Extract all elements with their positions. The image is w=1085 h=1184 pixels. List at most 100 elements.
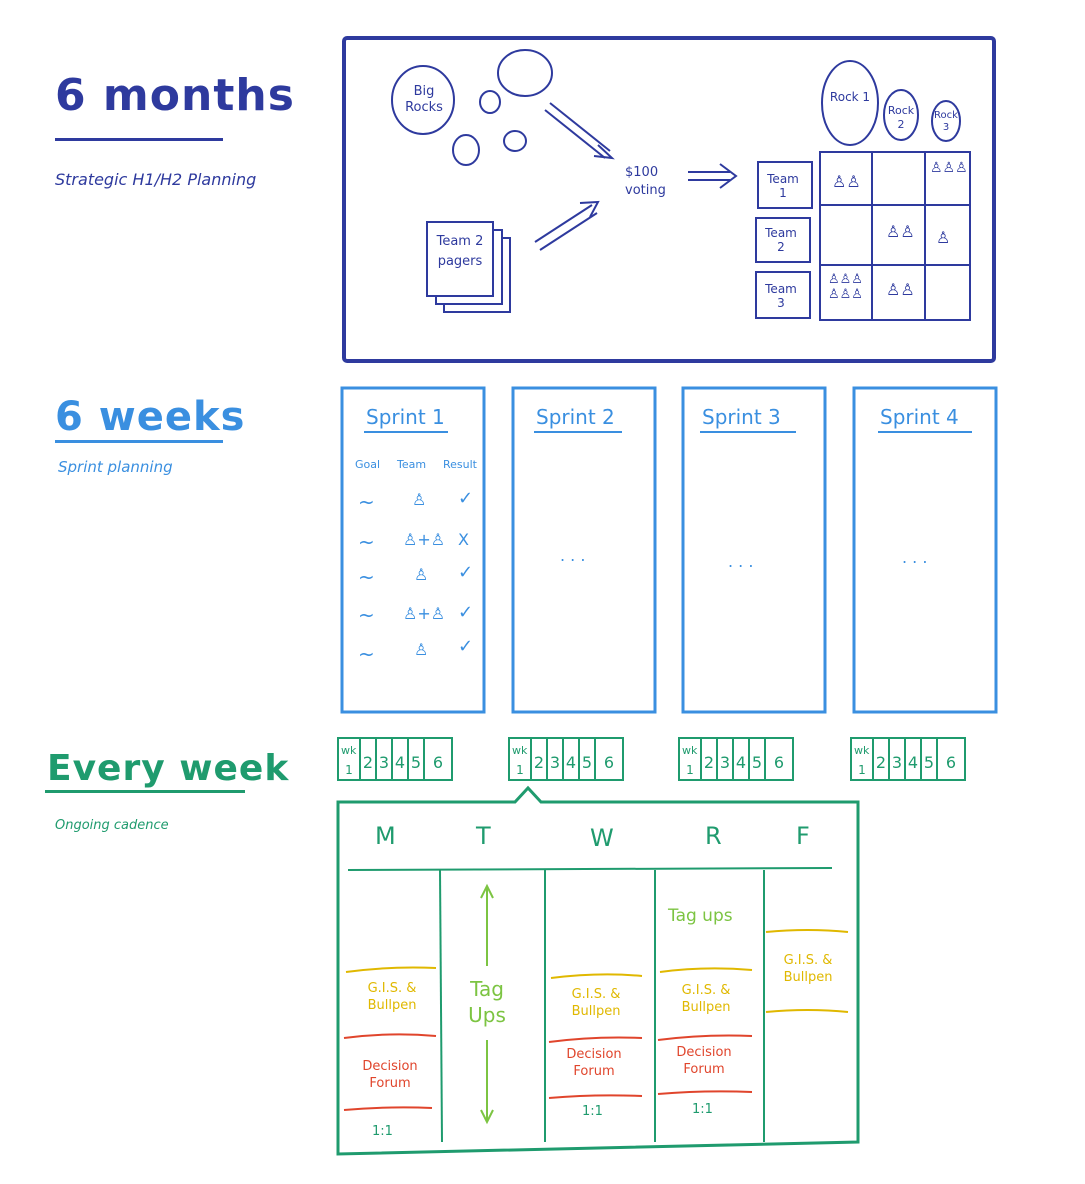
people-icon: ♙♙♙ [930,160,968,176]
week-number-4: 4 [395,753,405,772]
tag-ups-label: Tag ups [668,906,733,926]
week-strip-frame [508,737,624,781]
team-3-card-label: Team 3 [765,282,797,310]
week-number-5: 5 [582,753,592,772]
team-1-card-label: Team 1 [767,172,799,200]
people-icon: ♙♙ [886,280,915,299]
week-number-6: 6 [946,753,956,772]
week-number-5: 5 [411,753,421,772]
people-icon: ♙♙ [832,172,861,191]
column-team: Team [397,458,427,471]
week-number-1: 1 [858,763,866,777]
team-icon: ♙+♙ [403,604,446,623]
gis-bullpen-label: G.I.S. & Bullpen [571,987,621,1019]
sprint-2-title: Sprint 2 [536,405,615,429]
week-number-3: 3 [550,753,560,772]
result-mark: ✓ [458,488,474,509]
goal-squiggle: ~ [358,490,375,514]
day-header-wednesday: W [590,824,614,852]
week-number-2: 2 [534,753,544,772]
team-icon: ♙ [412,490,427,509]
team-2-card-label: Team 2 [765,226,797,254]
result-mark: ✓ [458,636,474,657]
week-number-1: 1 [686,763,694,777]
section-every-week-title: Every week [47,748,290,789]
people-icon: ♙♙♙♙♙♙ [828,272,863,302]
sprint-panels [340,386,998,714]
rock-1-label: Rock 1 [829,90,871,104]
goal-squiggle: ~ [358,603,375,627]
week-label: wk [854,744,870,757]
goal-squiggle: ~ [358,530,375,554]
gis-bullpen-label: G.I.S. & Bullpen [783,953,833,985]
team-icon: ♙ [414,565,429,584]
week-number-5: 5 [924,753,934,772]
week-number-2: 2 [876,753,886,772]
title-underline [55,440,223,443]
title-underline [45,790,245,793]
week-number-5: 5 [752,753,762,772]
week-number-6: 6 [433,753,443,772]
week-number-4: 4 [908,753,918,772]
column-result: Result [443,458,477,471]
voting-label: $100 voting [625,165,666,198]
team-icon: ♙+♙ [403,530,446,549]
result-mark: ✓ [458,602,474,623]
week-label: wk [682,744,698,757]
goal-squiggle: ~ [358,565,375,589]
week-number-2: 2 [363,753,373,772]
day-header-monday: M [375,822,396,850]
day-header-friday: F [796,822,810,850]
week-strip-frame [678,737,794,781]
week-strip-frame [850,737,966,781]
sprint-2-ellipsis: . . . [560,546,586,565]
section-6-weeks-subtitle: Sprint planning [58,458,173,476]
week-number-4: 4 [566,753,576,772]
week-number-6: 6 [774,753,784,772]
rock-2-label: Rock 2 [887,104,915,131]
one-on-one-label: 1:1 [692,1102,713,1117]
sprint-4-title: Sprint 4 [880,405,959,429]
week-label: wk [341,744,357,757]
week-number-6: 6 [604,753,614,772]
big-rocks-label: Big Rocks [405,84,443,115]
sprint-1-title: Sprint 1 [366,405,445,429]
week-strip-frame [337,737,453,781]
one-on-one-label: 1:1 [582,1104,603,1119]
week-number-4: 4 [736,753,746,772]
rock-3-label: Rock 3 [934,110,958,133]
section-6-months-subtitle: Strategic H1/H2 Planning [55,170,257,189]
title-underline [55,138,223,141]
sprint-3-title: Sprint 3 [702,405,781,429]
week-number-1: 1 [345,763,353,777]
people-icon: ♙♙ [886,222,915,241]
team-icon: ♙ [414,640,429,659]
day-header-tuesday: T [476,822,491,850]
tag-ups-vertical-label: Tag Ups [468,977,506,1027]
week-number-1: 1 [516,763,524,777]
decision-forum-label: Decision Forum [676,1045,732,1077]
gis-bullpen-label: G.I.S. & Bullpen [681,983,731,1015]
goal-squiggle: ~ [358,642,375,666]
week-number-3: 3 [379,753,389,772]
sprint-3-ellipsis: . . . [728,552,754,571]
people-icon: ♙ [936,228,951,247]
decision-forum-label: Decision Forum [566,1047,622,1079]
week-label: wk [512,744,528,757]
one-on-one-label: 1:1 [372,1124,393,1139]
week-number-2: 2 [704,753,714,772]
weekly-calendar [336,785,860,1156]
gis-bullpen-label: G.I.S. & Bullpen [367,981,417,1013]
result-mark: ✓ [458,562,474,583]
decision-forum-label: Decision Forum [362,1059,418,1091]
team-pagers-label: Team 2 pagers [436,234,484,269]
column-goal: Goal [355,458,381,471]
section-every-week-subtitle: Ongoing cadence [55,818,169,833]
week-number-3: 3 [720,753,730,772]
section-6-weeks-title: 6 weeks [55,394,246,440]
section-6-months-title: 6 months [55,70,295,121]
strategic-planning-board [342,36,996,363]
week-number-3: 3 [892,753,902,772]
result-mark: X [458,530,469,549]
